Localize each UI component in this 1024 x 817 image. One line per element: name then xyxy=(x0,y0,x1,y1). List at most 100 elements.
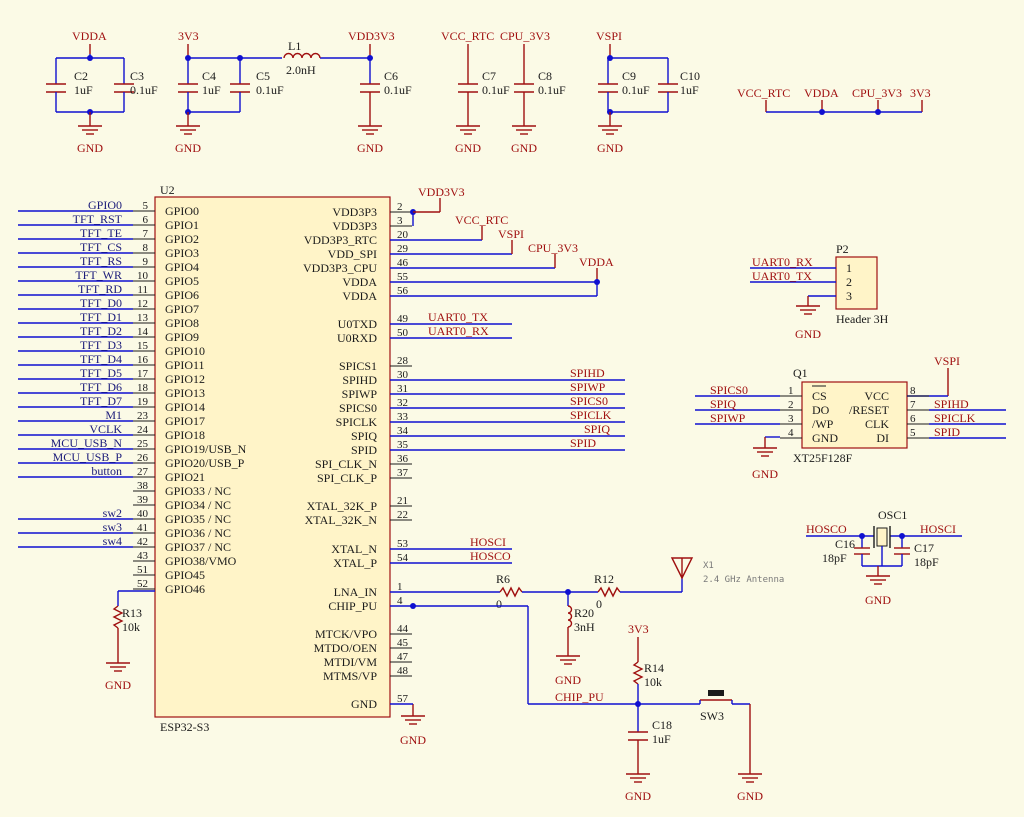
gnd-label: GND xyxy=(737,789,763,803)
net-label: TFT_D5 xyxy=(80,366,122,380)
pin-name: SPIWP xyxy=(342,387,378,401)
pin-number: 48 xyxy=(397,665,409,677)
pin-name: SPID xyxy=(351,443,377,457)
net-label: GPIO0 xyxy=(88,198,122,212)
pin-number: 3 xyxy=(397,215,403,227)
pin-number: 5 xyxy=(143,200,149,212)
q1-body xyxy=(801,381,908,449)
net-label: 3V3 xyxy=(910,86,931,100)
net-label: MCU_USB_N xyxy=(51,436,123,450)
pin-number: 54 xyxy=(397,552,409,564)
net-label: SPICLK xyxy=(934,411,976,425)
decoupling-vcc-rtc: VCC_RTC GND C7 0.1uF xyxy=(441,29,510,155)
osc1-ref: OSC1 xyxy=(878,508,907,522)
cap-value: 0.1uF xyxy=(622,83,650,97)
pin-number: 50 xyxy=(397,327,409,339)
pin-number: 8 xyxy=(910,385,916,397)
pin-number: 13 xyxy=(137,312,149,324)
net-uart-rx: UART0_RX xyxy=(752,255,813,269)
pin-number: 51 xyxy=(137,564,148,576)
net-label: TFT_D0 xyxy=(80,296,122,310)
pin-name: GND xyxy=(351,697,377,711)
pin-number: 15 xyxy=(137,340,149,352)
rf-match: GND R6 0 R12 0 R20 3nH X1 2.4 GHz Antenn… xyxy=(390,557,784,687)
net-label: TFT_D4 xyxy=(80,352,122,366)
pin-name: GPIO3 xyxy=(165,246,199,260)
pin-number: 21 xyxy=(397,495,408,507)
pin-number: 1 xyxy=(788,385,794,397)
net-3v3: 3V3 xyxy=(628,622,649,636)
c18-value: 1uF xyxy=(652,732,671,746)
pin-number: 31 xyxy=(397,383,408,395)
pin-number: 41 xyxy=(137,522,148,534)
pin-name: DI xyxy=(876,431,889,445)
pin-number: 17 xyxy=(137,368,149,380)
net-chip-pu: CHIP_PU xyxy=(555,690,604,704)
net-cpu-3v3: CPU_3V3 xyxy=(528,241,578,255)
gnd-label: GND xyxy=(795,327,821,341)
pin-name: XTAL_N xyxy=(331,542,377,556)
c16-value: 18pF xyxy=(822,551,847,565)
pin-number: 33 xyxy=(397,411,409,423)
cap-ref: C3 xyxy=(130,69,144,83)
pin-name: MTDO/OEN xyxy=(314,641,378,655)
gnd-label: GND xyxy=(357,141,383,155)
net-vcc-rtc: VCC_RTC xyxy=(441,29,494,43)
pin-number: 55 xyxy=(397,271,409,283)
pin-name: XTAL_32K_N xyxy=(305,513,378,527)
pin-number: 7 xyxy=(910,399,916,411)
pin-name: GPIO4 xyxy=(165,260,199,274)
pin-number: 26 xyxy=(137,452,149,464)
pin-name: GPIO35 / NC xyxy=(165,512,231,526)
gnd-label: GND xyxy=(511,141,537,155)
r6-value: 0 xyxy=(496,597,502,611)
pin-name: /WP xyxy=(812,417,834,431)
pin-number: 6 xyxy=(143,214,149,226)
pin-number: 42 xyxy=(137,536,148,548)
pin-name: GPIO2 xyxy=(165,232,199,246)
pin-name: VDD_SPI xyxy=(328,247,377,261)
net-hosci: HOSCI xyxy=(470,535,506,549)
p2-ref: P2 xyxy=(836,242,849,256)
pin-number: 35 xyxy=(397,439,409,451)
pin-number: 11 xyxy=(137,284,148,296)
pin-number: 38 xyxy=(137,480,149,492)
pin-name: GPIO46 xyxy=(165,582,205,596)
net-label: SPIWP xyxy=(710,411,746,425)
pin-name: GPIO45 xyxy=(165,568,205,582)
inductor-value: 2.0nH xyxy=(286,63,316,77)
pin-name: GPIO38/VMO xyxy=(165,554,237,568)
pin-number: 1 xyxy=(397,581,403,593)
pin-name: DO xyxy=(812,403,830,417)
cap-value: 1uF xyxy=(202,83,221,97)
net-label: sw4 xyxy=(103,534,122,548)
u2-right-pins: 2VDD3P33VDD3P320VDD3P3_RTC29VDD_SPI46VDD… xyxy=(303,201,412,711)
r12-value: 0 xyxy=(596,597,602,611)
pin-name: SPICLK xyxy=(336,415,378,429)
pin-name: VDD3P3 xyxy=(332,205,377,219)
pin-name: CHIP_PU xyxy=(328,599,377,613)
pin-name: SPIHD xyxy=(342,373,377,387)
pin-name: GPIO13 xyxy=(165,386,205,400)
gnd-label: GND xyxy=(455,141,481,155)
pin-name: VDDA xyxy=(342,289,377,303)
net-vdd3v3: VDD3V3 xyxy=(418,185,465,199)
pin-number: 56 xyxy=(397,285,409,297)
pin-number: 25 xyxy=(137,438,149,450)
pin-name: VDD3P3_CPU xyxy=(303,261,377,275)
net-label: MCU_USB_P xyxy=(53,450,123,464)
decoupling-cpu-3v3: CPU_3V3 GND C8 0.1uF xyxy=(500,29,566,155)
net-label: TFT_RD xyxy=(78,282,122,296)
net-label: TFT_WR xyxy=(75,268,122,282)
pin-number: 46 xyxy=(397,257,409,269)
